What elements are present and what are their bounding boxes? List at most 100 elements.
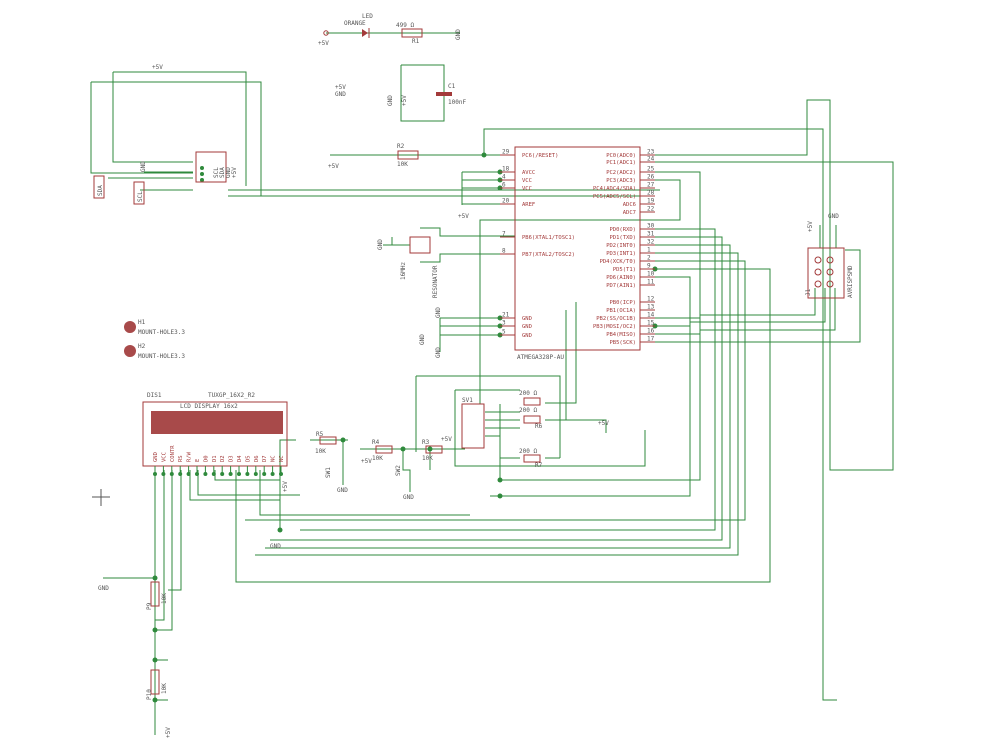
r6-value: 200 Ω bbox=[519, 407, 537, 414]
r4-name: R4 bbox=[372, 439, 380, 446]
lcd-pin: D6 bbox=[254, 455, 260, 476]
pin-label: PC3(ADC3) bbox=[606, 178, 636, 184]
pin-label: PB7(XTAL2/TOSC2) bbox=[522, 252, 575, 258]
c1-name: C1 bbox=[448, 83, 456, 90]
lcd-pin-label: D2 bbox=[220, 455, 226, 462]
pin-number: 5 bbox=[502, 329, 506, 336]
scl-label: SCL bbox=[137, 191, 144, 202]
p10-value: 10K bbox=[161, 683, 168, 694]
pin-label: GND bbox=[522, 316, 532, 322]
pin-label: PB2(SS/OC1B) bbox=[596, 316, 636, 322]
pin-number: 19 bbox=[647, 198, 655, 205]
pin-label: PD1(TXD) bbox=[610, 235, 637, 241]
h2-desc: MOUNT-HOLE3.3 bbox=[138, 353, 185, 360]
gnd-mcu3-label: GND bbox=[435, 347, 442, 358]
pin-number: 21 bbox=[502, 312, 510, 319]
pin-number: 22 bbox=[647, 206, 655, 213]
lcd-pin-label: D7 bbox=[262, 455, 268, 462]
pin-number: 24 bbox=[647, 156, 655, 163]
r-top-value: 200 Ω bbox=[519, 390, 537, 397]
lcd-pin: R/W bbox=[186, 451, 193, 476]
lcd-pin-label: R/W bbox=[187, 451, 193, 462]
isp-body bbox=[807, 247, 845, 299]
p5v-bottom-label: +5V bbox=[165, 727, 172, 738]
gnd-sw2-label: GND bbox=[403, 494, 414, 501]
pin-label: ADC6 bbox=[623, 202, 636, 208]
p9-name: P9 bbox=[146, 602, 153, 610]
pin-label: PD4(XCK/T0) bbox=[600, 259, 636, 265]
gnd-i2c-label: GND bbox=[140, 161, 147, 172]
pin-number: 20 bbox=[502, 198, 510, 205]
r1-value: 499 Ω bbox=[396, 22, 414, 29]
pin-number: 28 bbox=[647, 190, 655, 197]
lcd-pin: D4 bbox=[237, 455, 243, 476]
p5v-lcd-label: +5V bbox=[282, 481, 289, 492]
pot-icon bbox=[150, 581, 160, 607]
mount-hole-icon bbox=[124, 345, 136, 357]
pin-label: GND bbox=[522, 324, 532, 330]
r2-resistor: +5V R2 10K bbox=[328, 143, 419, 170]
r7-value: 200 Ω bbox=[519, 448, 537, 455]
pin-label: PB5(SCK) bbox=[610, 340, 637, 346]
lcd-pin-label: D1 bbox=[212, 455, 218, 462]
lcd-pin-label: D4 bbox=[237, 455, 243, 462]
r2-value: 10K bbox=[397, 161, 408, 168]
lcd-pin: RS bbox=[178, 455, 184, 476]
lcd-screen bbox=[151, 411, 283, 434]
lcd-pin-label: NC bbox=[271, 455, 277, 462]
gnd-lcd-label: GND bbox=[270, 543, 281, 550]
r5-name: R5 bbox=[316, 431, 324, 438]
resonator: GND 16MHz RESONATOR bbox=[377, 236, 439, 298]
mount-holes: H1 MOUNT-HOLE3.3 H2 MOUNT-HOLE3.3 bbox=[124, 319, 185, 360]
pin-label: PB3(MOSI/OC2) bbox=[593, 324, 636, 330]
r3-value: 10K bbox=[422, 455, 433, 462]
pin-number: 16 bbox=[647, 328, 655, 335]
r4-value: 10K bbox=[372, 455, 383, 462]
resistor-icon bbox=[425, 445, 443, 454]
pin-number: 2 bbox=[647, 255, 651, 262]
pin-number: 17 bbox=[647, 336, 655, 343]
resistor-icon bbox=[523, 415, 541, 424]
isp-connector: AVRISPSMD J1 +5V GND bbox=[805, 213, 854, 299]
resistor-icon bbox=[523, 454, 541, 463]
pin-label: VCC bbox=[522, 186, 532, 192]
capacitor-icon bbox=[436, 92, 452, 96]
pin-number: 29 bbox=[502, 149, 510, 156]
resistor-icon bbox=[523, 397, 541, 406]
pin-label: PC5(ADC5/SCL) bbox=[593, 194, 636, 200]
r6-name: R6 bbox=[535, 423, 543, 430]
lcd-pin-label: E bbox=[195, 459, 201, 462]
pin-number: 15 bbox=[647, 320, 655, 327]
pin-number: 8 bbox=[502, 248, 506, 255]
sda-port-icon bbox=[93, 175, 105, 199]
pin-label: PD2(INT0) bbox=[606, 243, 636, 249]
mcu-name: ATMEGA328P-AU bbox=[517, 354, 564, 361]
potentiometers: GND P9 10K P10 10K +5V bbox=[98, 581, 172, 738]
pin-label: AREF bbox=[522, 202, 535, 208]
lcd-title: LCD DISPLAY 16x2 bbox=[180, 403, 238, 410]
i2c-header: +5V GND +5V GND SDA SCL SDA SCL bbox=[93, 64, 238, 205]
mcu-left-pins: 29PC6(/RESET)18AVCC4VCC6VCC20AREF7PB6(XT… bbox=[500, 149, 575, 339]
pin-number: 14 bbox=[647, 312, 655, 319]
pin-number: 3 bbox=[502, 320, 506, 327]
pin-number: 27 bbox=[647, 182, 655, 189]
lcd-pin-label: CONTR bbox=[170, 445, 176, 462]
resistor-icon bbox=[397, 150, 419, 160]
pin-number: 25 bbox=[647, 166, 655, 173]
p9-value: 10K bbox=[161, 593, 168, 604]
